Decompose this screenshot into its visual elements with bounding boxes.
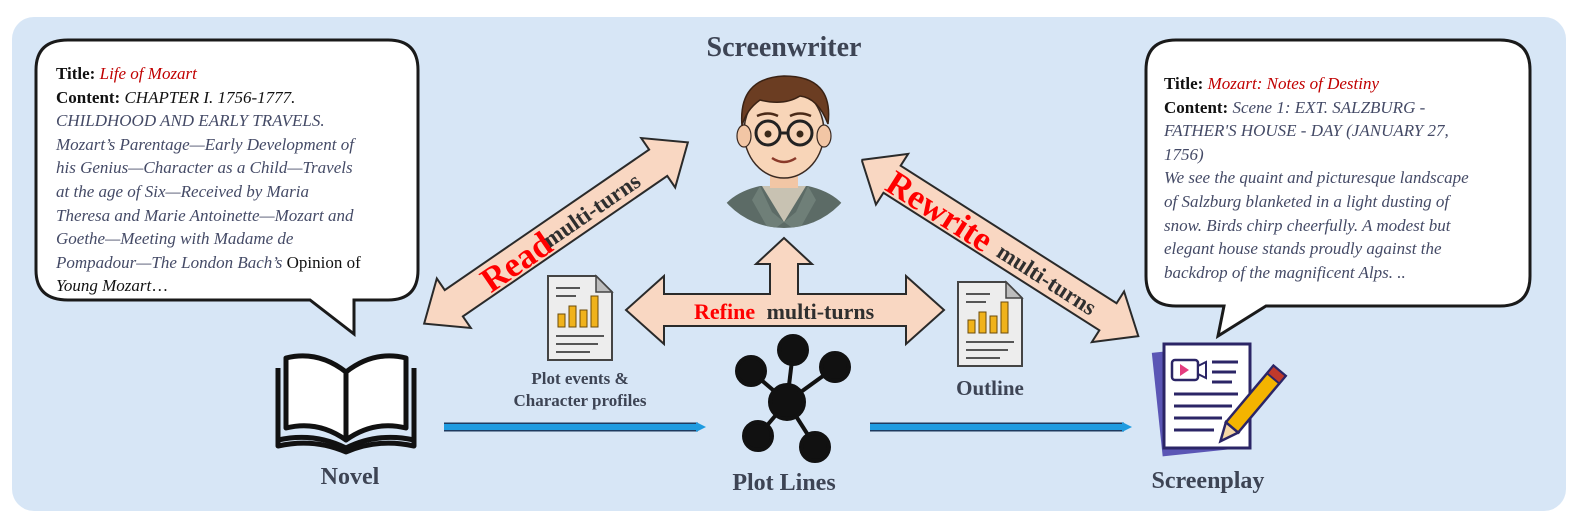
screenplay-pencil-icon [1151,342,1288,457]
screenplay-label: Screenplay [1151,468,1265,494]
novel-title: Life of Mozart [99,64,197,83]
screenplay-speech-bubble [1144,38,1532,340]
network-graph-icon [735,334,851,463]
novel-content-line: at the age of Six—Received by Maria [56,181,310,201]
screenplay-content-label: Content: [1164,97,1229,117]
screenplay-content-line: We see the quaint and picturesque landsc… [1164,168,1469,188]
novel-title-label: Title: [56,64,96,83]
screenplay-content-line: backdrop of the magnificent Alps. .. [1164,262,1406,282]
novel-speech-bubble [34,38,420,338]
svg-text:Refine multi-turns: Refine multi-turns [694,299,875,324]
screenplay-content-line: of Salzburg blanketed in a light dusting… [1164,191,1450,211]
screenplay-bubble-text: Title: Mozart: Notes of Destiny Content:… [1164,72,1514,284]
novel-content-line: Young Mozart… [56,276,169,296]
novel-label: Novel [320,464,380,490]
screenplay-title-label: Title: [1164,74,1204,93]
novel-content-line: Pompadour—The London Bach’s Opinion of [56,252,361,272]
novel-content-label: Content: [56,87,121,107]
screenplay-content-line: elegant house stands proudly against the [1164,239,1442,259]
screenplay-title-line: Title: Mozart: Notes of Destiny [1164,72,1514,96]
outline-document-icon [957,280,1024,367]
novel-bubble-text: Title: Life of Mozart Content: CHAPTER I… [56,62,406,298]
refine-suffix: multi-turns [767,299,875,324]
novel-content-line: Goethe—Meeting with Madame de [56,229,294,249]
refine-arrow [624,236,946,347]
screenplay-title: Mozart: Notes of Destiny [1207,74,1380,93]
screenplay-content-line-1: Content: Scene 1: EXT. SALZBURG - [1164,97,1426,117]
novel-content-line: Mozart’s Parentage—Early Development of [56,134,354,154]
novel-content-line-1: Content: CHAPTER I. 1756-1777. [56,87,296,107]
plot-events-label: Plot events & Character profiles [513,369,647,410]
outline-label: Outline [956,376,1024,400]
plot-events-document-icon [547,274,614,361]
novel-content-line: CHILDHOOD AND EARLY TRAVELS. [56,111,325,131]
refine-word: Refine [694,299,755,324]
screenplay-content-line: snow. Birds chirp cheerfully. A modest b… [1164,215,1451,235]
plot-lines-label: Plot Lines [732,470,836,496]
novel-content-line: his Genius—Character as a Child—Travels [56,158,353,178]
screenplay-content-line: FATHER'S HOUSE - DAY (JANUARY 27, [1164,121,1449,141]
book-icon [275,353,417,455]
screenplay-content-line: 1756) [1164,144,1204,164]
screenwriter-label: Screenwriter [706,32,862,63]
novel-content-line: Theresa and Marie Antoinette—Mozart and [56,205,354,225]
novel-title-line: Title: Life of Mozart [56,62,406,86]
